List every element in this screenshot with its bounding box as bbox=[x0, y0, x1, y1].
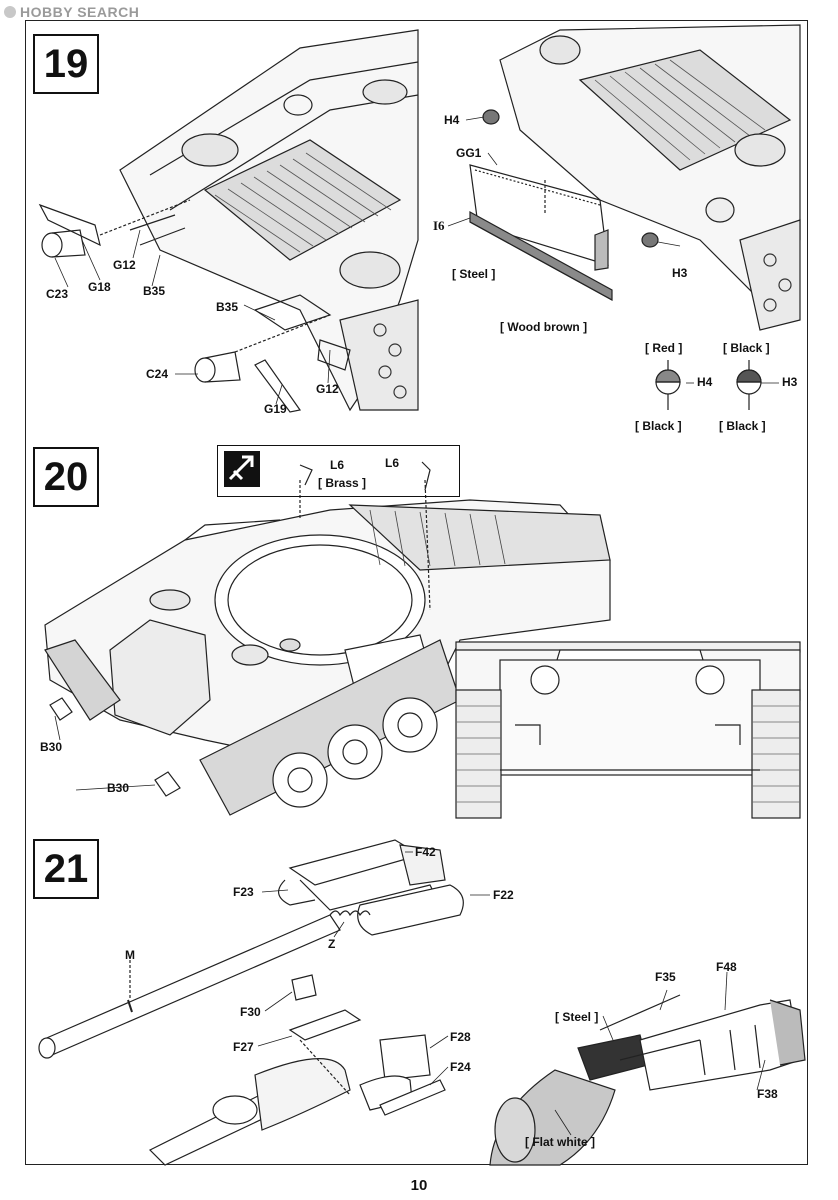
step-21-number: 21 bbox=[33, 839, 99, 899]
h4-top-color: [ Red ] bbox=[645, 341, 683, 355]
part-label-f48: F48 bbox=[716, 960, 737, 974]
part-label-f24: F24 bbox=[450, 1060, 471, 1074]
step20-rear-view-drawing bbox=[455, 641, 801, 819]
h3-top-color: [ Black ] bbox=[723, 341, 770, 355]
h4-color-icon bbox=[655, 360, 681, 410]
part-label-b35-top: B35 bbox=[143, 284, 166, 298]
step19-right-hull-drawing bbox=[469, 24, 801, 331]
step-20-number: 20 bbox=[33, 447, 99, 507]
h4-callout-part: H4 bbox=[697, 375, 713, 389]
part-label-m: M bbox=[125, 948, 135, 962]
part-label-f22: F22 bbox=[493, 888, 514, 902]
color-label-steel-f: [ Steel ] bbox=[555, 1010, 599, 1024]
part-label-g12-bottom: G12 bbox=[316, 382, 339, 396]
part-label-g18: G18 bbox=[88, 280, 111, 294]
part-label-gg1: GG1 bbox=[456, 146, 482, 160]
part-label-c24: C24 bbox=[146, 367, 169, 381]
h3-callout-part: H3 bbox=[782, 375, 798, 389]
part-label-h3: H3 bbox=[672, 266, 688, 280]
step20-option-inset bbox=[217, 445, 460, 497]
part-label-b35-mid: B35 bbox=[216, 300, 239, 314]
step19-left-hull-drawing bbox=[38, 29, 419, 413]
part-label-g19: G19 bbox=[264, 402, 287, 416]
part-label-l6-left: L6 bbox=[330, 458, 345, 472]
color-label-brass: [ Brass ] bbox=[318, 476, 367, 490]
part-label-c23: C23 bbox=[46, 287, 69, 301]
hobby-search-logo-icon bbox=[4, 6, 16, 18]
part-label-b30-top: B30 bbox=[40, 740, 63, 754]
step21-barrel-drawing bbox=[38, 839, 806, 1166]
step20-hull-drawing bbox=[44, 461, 611, 816]
watermark-text: HOBBY SEARCH bbox=[20, 4, 140, 20]
part-label-h4: H4 bbox=[444, 113, 460, 127]
part-label-f23: F23 bbox=[233, 885, 254, 899]
h3-color-icon bbox=[736, 360, 762, 410]
option-arrow-icon bbox=[224, 451, 260, 487]
h3-bottom-color: [ Black ] bbox=[719, 419, 766, 433]
color-label-flat-white: [ Flat white ] bbox=[525, 1135, 595, 1149]
part-label-f38: F38 bbox=[757, 1087, 778, 1101]
part-label-z: Z bbox=[328, 937, 336, 951]
part-label-f27: F27 bbox=[233, 1040, 254, 1054]
part-label-f42: F42 bbox=[415, 845, 436, 859]
part-label-b30-bottom: B30 bbox=[107, 781, 130, 795]
part-label-f28: F28 bbox=[450, 1030, 471, 1044]
part-label-f35: F35 bbox=[655, 970, 676, 984]
page-number: 10 bbox=[410, 1177, 428, 1194]
watermark: HOBBY SEARCH bbox=[4, 4, 139, 20]
color-label-steel: [ Steel ] bbox=[452, 267, 496, 281]
part-label-g12-top: G12 bbox=[113, 258, 136, 272]
leader-lines bbox=[54, 116, 779, 1136]
part-label-f30: F30 bbox=[240, 1005, 261, 1019]
color-label-wood-brown: [ Wood brown ] bbox=[500, 320, 588, 334]
h4-bottom-color: [ Black ] bbox=[635, 419, 682, 433]
part-label-i6: I6 bbox=[433, 218, 445, 233]
page-frame bbox=[25, 20, 808, 1165]
part-label-l6-right: L6 bbox=[385, 456, 400, 470]
step-19-number: 19 bbox=[33, 34, 99, 94]
